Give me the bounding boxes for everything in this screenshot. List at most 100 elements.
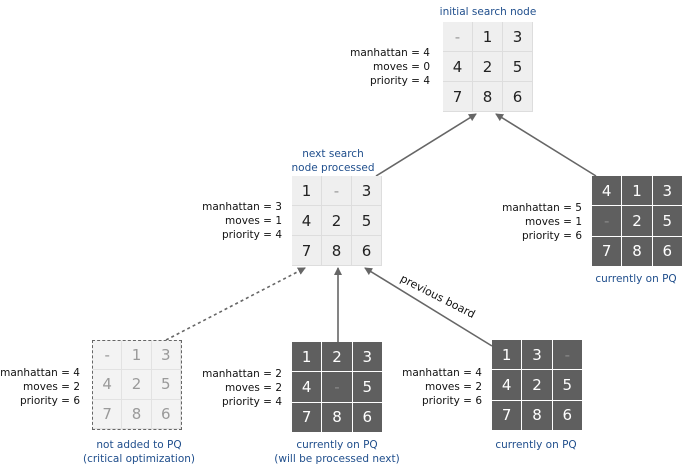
caption-not-added: not added to PQ (critical optimization) [39, 438, 239, 466]
tile: 4 [292, 206, 322, 236]
tile: 5 [552, 370, 582, 400]
priority-stat: priority = 4 [221, 396, 282, 408]
priority-stat: priority = 6 [421, 395, 482, 407]
caption-line: currently on PQ [595, 273, 677, 285]
manhattan-stat: manhattan = 3 [202, 201, 282, 213]
tile: 4 [292, 372, 322, 402]
moves-stat: moves = 2 [23, 381, 80, 393]
caption-line: (critical optimization) [82, 453, 196, 465]
tile: 2 [473, 52, 503, 82]
moves-stat: moves = 1 [225, 215, 282, 227]
edge-label-previous-board: previous board [398, 272, 478, 321]
caption-line: node processed [291, 162, 375, 174]
manhattan-stat: manhattan = 5 [502, 202, 582, 214]
caption-line: initial search node [439, 6, 537, 18]
caption-line: currently on PQ [296, 439, 378, 451]
tile: 2 [322, 206, 352, 236]
tile: 2 [322, 342, 352, 372]
stats-pq-right: manhattan = 5 moves = 1 priority = 6 [472, 201, 582, 243]
stats-next-processed: manhattan = 3 moves = 1 priority = 4 [172, 200, 282, 242]
stats-initial: manhattan = 4 moves = 0 priority = 4 [320, 46, 430, 88]
tile: 6 [352, 236, 382, 266]
blank-tile: - [552, 340, 582, 370]
tile: 2 [122, 370, 152, 400]
tile: 3 [352, 176, 382, 206]
stats-pq-next: manhattan = 2 moves = 2 priority = 4 [172, 367, 282, 409]
tile: 4 [592, 176, 622, 206]
caption-line: next search [302, 148, 364, 160]
stats-not-added: manhattan = 4 moves = 2 priority = 6 [0, 366, 80, 408]
caption-line: currently on PQ [495, 439, 577, 451]
manhattan-stat: manhattan = 4 [350, 47, 430, 59]
caption-pq-right: currently on PQ [536, 272, 696, 286]
manhattan-stat: manhattan = 4 [402, 367, 482, 379]
tile: 4 [492, 370, 522, 400]
tile: 2 [522, 370, 552, 400]
caption-pq-bottom-right: currently on PQ [436, 438, 636, 452]
tile: 6 [552, 400, 582, 430]
tile: 7 [592, 236, 622, 266]
moves-stat: moves = 2 [225, 382, 282, 394]
edge-not-added-to-next-processed [165, 267, 306, 341]
priority-stat: priority = 6 [19, 395, 80, 407]
manhattan-stat: manhattan = 2 [202, 368, 282, 380]
tile: 7 [93, 399, 123, 429]
tile: 4 [93, 370, 123, 400]
tile: 8 [522, 400, 552, 430]
tile: 1 [492, 340, 522, 370]
tile: 3 [652, 176, 682, 206]
moves-stat: moves = 2 [425, 381, 482, 393]
tile: 2 [622, 206, 652, 236]
tile: 6 [503, 82, 533, 112]
tile: 8 [322, 402, 352, 432]
tile: 8 [473, 82, 503, 112]
tile: 1 [292, 342, 322, 372]
caption-next-processed: next search node processed [233, 147, 433, 175]
blank-tile: - [93, 341, 123, 371]
blank-tile: - [592, 206, 622, 236]
stats-pq-bottom-right: manhattan = 4 moves = 2 priority = 6 [372, 366, 482, 408]
priority-stat: priority = 4 [369, 75, 430, 87]
caption-line: not added to PQ [96, 439, 182, 451]
tile: 3 [522, 340, 552, 370]
tile: 6 [652, 236, 682, 266]
edge-pq-right-to-initial [495, 113, 597, 177]
blank-tile: - [443, 22, 473, 52]
tile: 5 [352, 372, 382, 402]
tile: 4 [443, 52, 473, 82]
tile: 7 [292, 402, 322, 432]
tile: 8 [122, 399, 152, 429]
tile: 5 [652, 206, 682, 236]
priority-stat: priority = 6 [521, 230, 582, 242]
tile: 1 [292, 176, 322, 206]
tile: 3 [151, 341, 181, 371]
caption-initial: initial search node [388, 5, 588, 19]
tile: 1 [622, 176, 652, 206]
tile: 8 [622, 236, 652, 266]
blank-tile: - [322, 372, 352, 402]
tile: 3 [352, 342, 382, 372]
tile: 5 [503, 52, 533, 82]
blank-tile: - [322, 176, 352, 206]
tile: 5 [151, 370, 181, 400]
tile: 8 [322, 236, 352, 266]
moves-stat: moves = 0 [373, 61, 430, 73]
tile: 5 [352, 206, 382, 236]
caption-pq-next: currently on PQ (will be processed next) [237, 438, 437, 466]
tile: 6 [151, 399, 181, 429]
moves-stat: moves = 1 [525, 216, 582, 228]
caption-line: (will be processed next) [274, 453, 400, 465]
tile: 7 [443, 82, 473, 112]
tile: 1 [122, 341, 152, 371]
tile: 7 [292, 236, 322, 266]
manhattan-stat: manhattan = 4 [0, 367, 80, 379]
tile: 6 [352, 402, 382, 432]
tile: 3 [503, 22, 533, 52]
priority-stat: priority = 4 [221, 229, 282, 241]
